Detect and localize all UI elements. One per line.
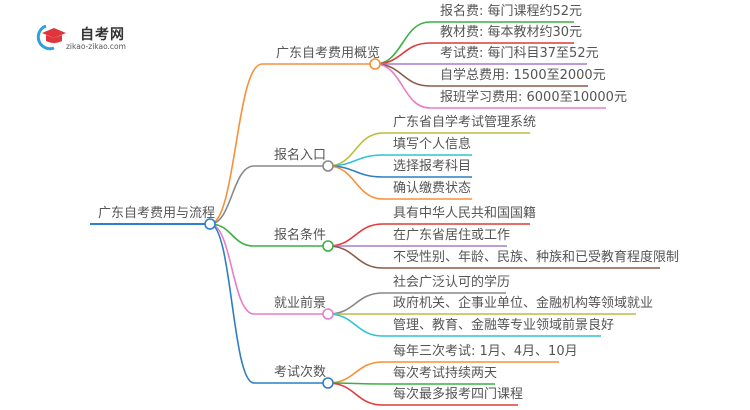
branch-node-4[interactable]: 就业前景 bbox=[274, 296, 327, 311]
leaf-node[interactable]: 选择报考科目 bbox=[393, 159, 472, 174]
leaf-connector bbox=[327, 245, 660, 269]
root-node[interactable]: 广东自考费用与流程 bbox=[98, 206, 216, 221]
leaf-node[interactable]: 确认缴费状态 bbox=[393, 181, 472, 196]
branch-node-3[interactable]: 报名条件 bbox=[274, 228, 327, 243]
leaf-node[interactable]: 具有中华人民共和国国籍 bbox=[393, 206, 537, 221]
logo[interactable]: 自考网 zikao-zikao.com bbox=[32, 22, 142, 52]
leaf-connector bbox=[374, 21, 574, 65]
leaf-node[interactable]: 在广东省居住或工作 bbox=[393, 228, 511, 243]
leaf-node[interactable]: 不受性别、年龄、民族、种族和已受教育程度限制 bbox=[393, 250, 680, 265]
leaf-node[interactable]: 填写个人信息 bbox=[393, 137, 472, 152]
leaf-node[interactable]: 政府机关、企事业单位、金融机构等领域就业 bbox=[393, 296, 654, 311]
branch-collapse-toggle bbox=[369, 58, 381, 70]
branch-node-1[interactable]: 广东自考费用概览 bbox=[276, 46, 381, 61]
leaf-node[interactable]: 报班学习费用: 6000至10000元 bbox=[440, 90, 627, 105]
branch-connector bbox=[209, 223, 328, 384]
leaf-node[interactable]: 社会广泛认可的学历 bbox=[393, 275, 511, 290]
leaf-connector bbox=[327, 382, 495, 385]
leaf-connector bbox=[327, 132, 530, 167]
leaf-node[interactable]: 管理、教育、金融等专业领域前景良好 bbox=[393, 318, 615, 333]
leaf-node[interactable]: 考试费: 每门科目37至52元 bbox=[440, 46, 599, 61]
branch-connector bbox=[209, 63, 375, 225]
leaf-node[interactable]: 教材费: 每本教材约30元 bbox=[440, 25, 583, 40]
logo-url: zikao-zikao.com bbox=[66, 42, 126, 51]
leaf-connector bbox=[327, 382, 518, 406]
logo-title: 自考网 bbox=[80, 27, 125, 43]
leaf-connector bbox=[327, 313, 601, 337]
leaf-node[interactable]: 每次考试持续两天 bbox=[393, 366, 498, 381]
branch-collapse-toggle bbox=[322, 160, 334, 172]
branch-connector bbox=[209, 223, 328, 247]
leaf-connector bbox=[374, 63, 606, 109]
graduation-cap-icon bbox=[36, 24, 66, 51]
branch-node-5[interactable]: 考试次数 bbox=[274, 365, 327, 380]
branch-connector bbox=[209, 223, 328, 315]
leaf-node[interactable]: 报名费: 每门课程约52元 bbox=[440, 4, 583, 19]
leaf-node[interactable]: 自学总费用: 1500至2000元 bbox=[440, 68, 606, 83]
branch-collapse-toggle bbox=[322, 377, 334, 389]
branch-node-2[interactable]: 报名入口 bbox=[274, 148, 327, 163]
branch-connector bbox=[209, 165, 328, 225]
branch-collapse-toggle bbox=[322, 308, 334, 320]
root-collapse-toggle bbox=[204, 218, 216, 230]
leaf-node[interactable]: 每年三次考试: 1月、4月、10月 bbox=[393, 344, 578, 359]
leaf-connector bbox=[327, 165, 472, 200]
branch-collapse-toggle bbox=[322, 240, 334, 252]
leaf-node[interactable]: 广东省自学考试管理系统 bbox=[393, 115, 537, 130]
leaf-node[interactable]: 每次最多报考四门课程 bbox=[393, 387, 524, 402]
